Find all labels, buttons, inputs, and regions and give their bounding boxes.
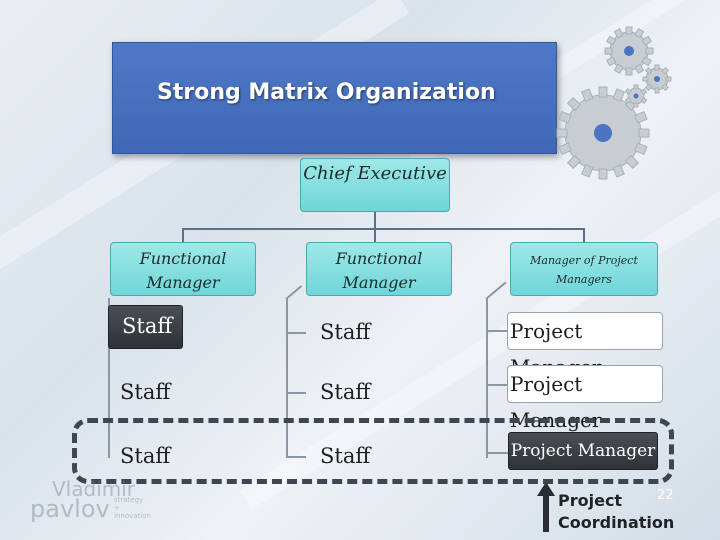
- vladimir-pavlov-logo: Vladimir pavlov strategy + innovation: [30, 477, 151, 523]
- connector-line: [182, 228, 584, 230]
- connector-line: [286, 392, 306, 394]
- medium-gear-icon: [604, 26, 654, 76]
- tiny-gear-icon: [624, 84, 648, 108]
- connector-line: [485, 281, 507, 300]
- functional-manager-box: Functional Manager: [110, 242, 256, 296]
- staff-label: Staff: [320, 320, 371, 344]
- small-gear-icon: [642, 64, 672, 94]
- connector-line: [108, 298, 110, 458]
- project-manager-box: Project Manager: [507, 365, 663, 432]
- logo-surname: pavlov: [30, 495, 110, 523]
- connector-line: [486, 330, 508, 332]
- connector-line: [286, 298, 288, 458]
- title-banner: [112, 42, 557, 154]
- connector-line: [486, 452, 508, 454]
- slide-title: Strong Matrix Organization: [157, 80, 496, 105]
- chief-executive-label: Chief Executive: [303, 163, 447, 184]
- connector-line: [583, 228, 585, 242]
- project-coordination-line2: Coordination: [558, 513, 675, 532]
- connector-line: [182, 228, 184, 242]
- logo-tagline: innovation: [114, 512, 151, 520]
- project-manager-label: Project Manager: [510, 441, 656, 461]
- manager-of-project-managers-box: Manager of Project Managers: [510, 242, 658, 296]
- connector-line: [286, 332, 306, 334]
- project-manager-box: Project Manager: [508, 432, 658, 470]
- functional-manager-box: Functional Manager: [306, 242, 452, 296]
- connector-line: [374, 212, 376, 228]
- up-arrow-icon: [537, 482, 555, 532]
- staff-label: Staff: [320, 380, 371, 404]
- large-gear-icon: [556, 86, 650, 180]
- connector-line: [285, 285, 302, 300]
- functional-manager-label: Functional Manager: [335, 249, 423, 292]
- manager-of-project-managers-label: Manager of Project Managers: [530, 254, 638, 286]
- project-manager-box: Project Manager: [507, 312, 663, 379]
- logo-tagline: strategy +: [114, 496, 144, 512]
- project-coordination-line1: Project: [558, 491, 623, 510]
- staff-box: Staff: [108, 305, 183, 349]
- logo-name: Vladimir: [52, 477, 136, 501]
- page-number: 22: [657, 488, 674, 503]
- connector-line: [486, 298, 488, 458]
- connector-line: [486, 384, 508, 386]
- chief-executive-box: Chief Executive: [300, 158, 450, 212]
- functional-manager-label: Functional Manager: [139, 249, 227, 292]
- connector-line: [286, 456, 306, 458]
- staff-label: Staff: [320, 444, 371, 468]
- project-coordination-label: Project Coordination: [558, 490, 674, 534]
- connector-line: [374, 228, 376, 242]
- staff-label: Staff: [122, 314, 173, 338]
- staff-label: Staff: [120, 444, 171, 468]
- staff-label: Staff: [120, 380, 171, 404]
- project-coordination-highlight: [72, 418, 674, 484]
